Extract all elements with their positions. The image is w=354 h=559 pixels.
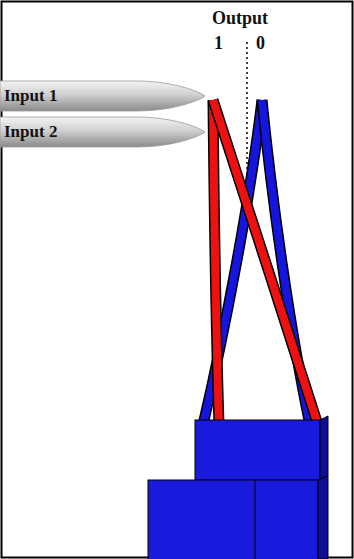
anchor-block [195,420,320,480]
red-beam [213,100,318,425]
output-state: 1 [214,33,223,54]
input-label: Input 1 [0,78,206,114]
output-heading: Output [212,8,268,29]
anchor-block-side [320,416,328,480]
base-block [148,480,318,559]
red-beam-outline [213,100,219,425]
base-divider [255,480,256,559]
input-probe: Input 2 [0,114,206,150]
input-probe: Input 1 [0,78,206,114]
output-state: 0 [256,33,265,54]
red-beam-outline [213,100,318,425]
input-label: Input 2 [0,114,206,150]
red-beam [213,100,219,425]
base-block-side [318,476,328,559]
